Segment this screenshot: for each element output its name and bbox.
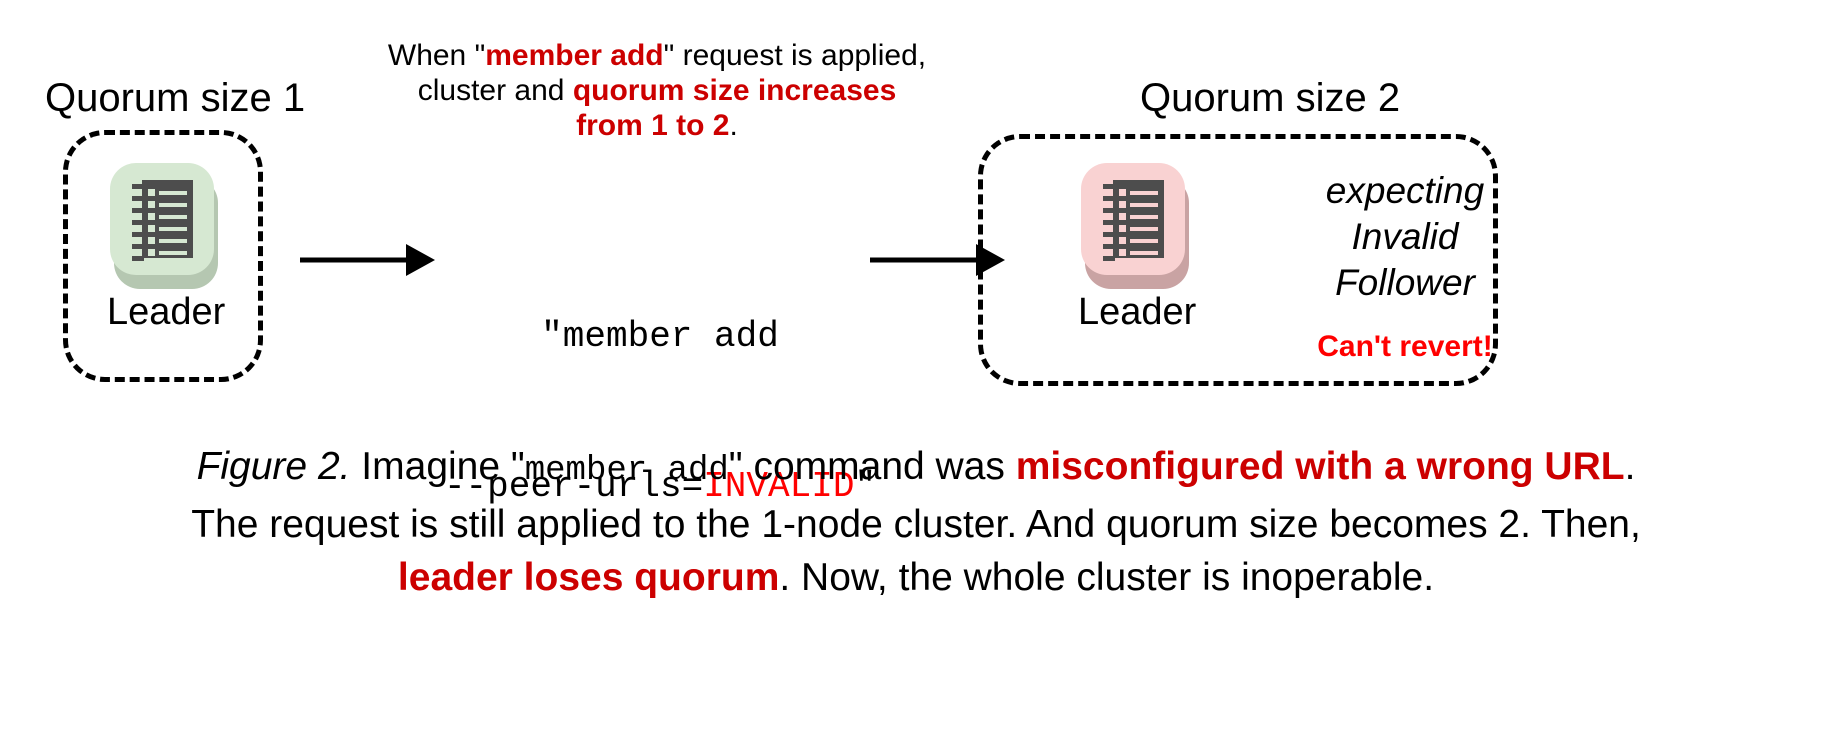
expecting-line-1: expecting [1325, 170, 1485, 211]
expecting-line-3: Follower [1335, 262, 1475, 303]
top-annotation-line-2: cluster and quorum size increases [417, 74, 897, 107]
member-add-emphasis: member add [485, 39, 664, 72]
command-line-1: "member add [541, 316, 779, 357]
caption-line-3: leader loses quorum. Now, the whole clus… [397, 556, 1435, 599]
left-cluster-title: Quorum size 1 [45, 76, 306, 120]
top-annotation: When "member add" request is applied, cl… [352, 38, 962, 143]
top-annotation-line-1: When "member add" request is applied, [387, 39, 927, 72]
server-icon [1081, 163, 1193, 289]
command-text: "member add --peer-urls=INVALID" [395, 212, 925, 562]
caption-line-2: The request is still applied to the 1-no… [191, 503, 1641, 546]
right-cluster-title: Quorum size 2 [1140, 76, 1401, 120]
caption-line-1: Figure 2. Imagine "member add" command w… [196, 445, 1636, 490]
from-1-to-2-emphasis: from 1 to 2 [576, 109, 730, 142]
invalid-token: INVALID [703, 466, 855, 507]
arrow-left-to-command [300, 243, 435, 277]
cant-revert-warning: Can't revert! [1317, 330, 1493, 363]
right-leader-node: Leader [1078, 163, 1196, 331]
left-cluster-box [63, 130, 263, 382]
right-cluster-box [978, 134, 1498, 386]
top-annotation-line-3: from 1 to 2. [576, 109, 738, 142]
left-node-label: Leader [107, 291, 226, 333]
figure-caption: Figure 2. Imagine "member add" command w… [0, 440, 1832, 604]
command-line-2: --peer-urls=INVALID" [443, 466, 877, 507]
right-node-label: Leader [1078, 291, 1197, 333]
leader-loses-quorum-emphasis: leader loses quorum [397, 556, 780, 599]
expecting-invalid-follower: expecting Invalid Follower [1255, 168, 1555, 306]
server-icon [110, 163, 222, 289]
quorum-increase-emphasis: quorum size increases [572, 74, 897, 107]
caption-code-member-add: member add [524, 452, 729, 490]
misconfigured-emphasis: misconfigured with a wrong URL [1015, 445, 1625, 488]
server-icon-tile [110, 163, 215, 275]
left-leader-node: Leader [107, 163, 225, 331]
expecting-line-2: Invalid [1351, 216, 1459, 257]
figure-label: Figure 2. [196, 445, 351, 488]
server-icon-tile [1081, 163, 1186, 275]
